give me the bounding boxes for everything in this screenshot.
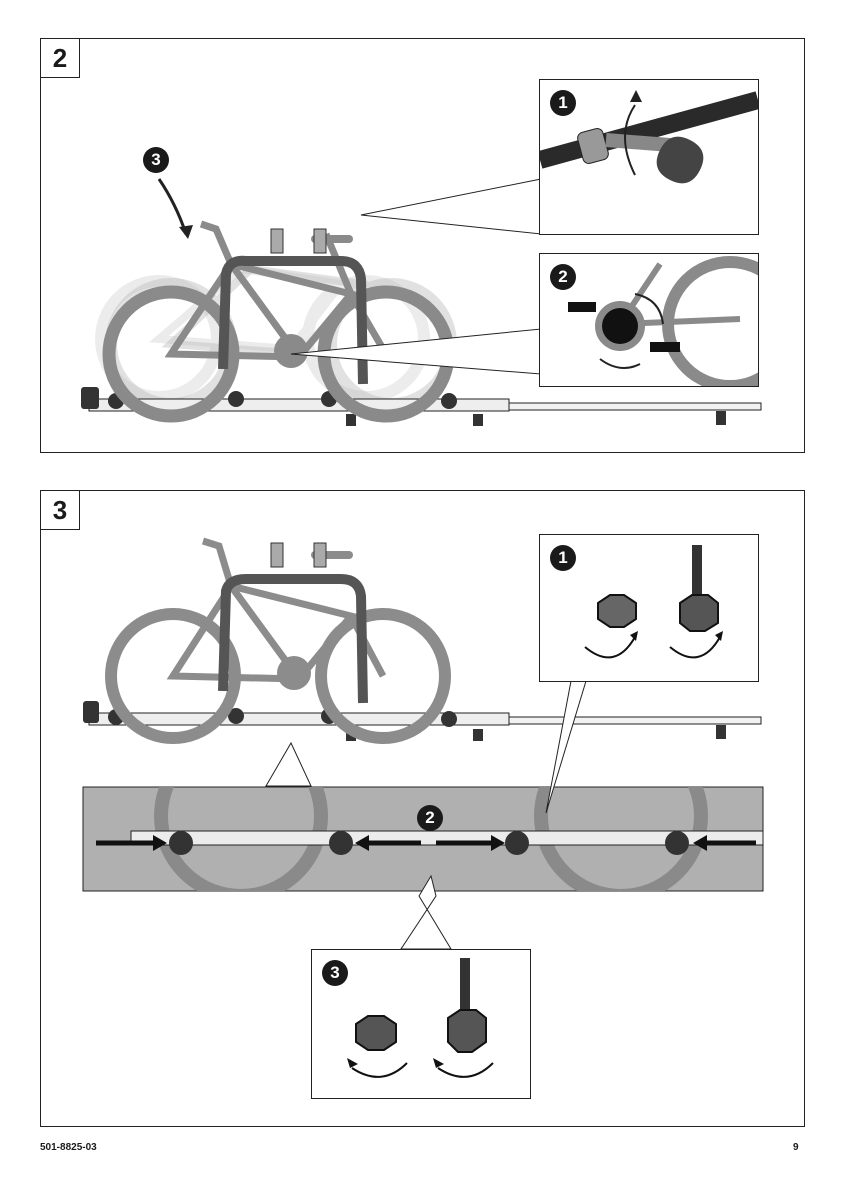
strip-callout-number: 2 bbox=[417, 805, 443, 831]
detail-2-number: 2 bbox=[550, 264, 576, 290]
detail-1-number: 1 bbox=[550, 545, 576, 571]
detail-1-number: 1 bbox=[550, 90, 576, 116]
detail-1-box: 1 bbox=[539, 79, 759, 235]
detail-2-box: 2 bbox=[539, 253, 759, 387]
detail-1-box: 1 bbox=[539, 534, 759, 682]
step-3-panel: 3 bbox=[40, 490, 805, 1127]
document-number: 501-8825-03 bbox=[40, 1142, 97, 1153]
page-number: 9 bbox=[793, 1142, 799, 1153]
detail-3-number: 3 bbox=[322, 960, 348, 986]
callout-bike-number: 3 bbox=[143, 147, 169, 173]
detail-3-box: 3 bbox=[311, 949, 531, 1099]
step-2-panel: 2 bbox=[40, 38, 805, 453]
